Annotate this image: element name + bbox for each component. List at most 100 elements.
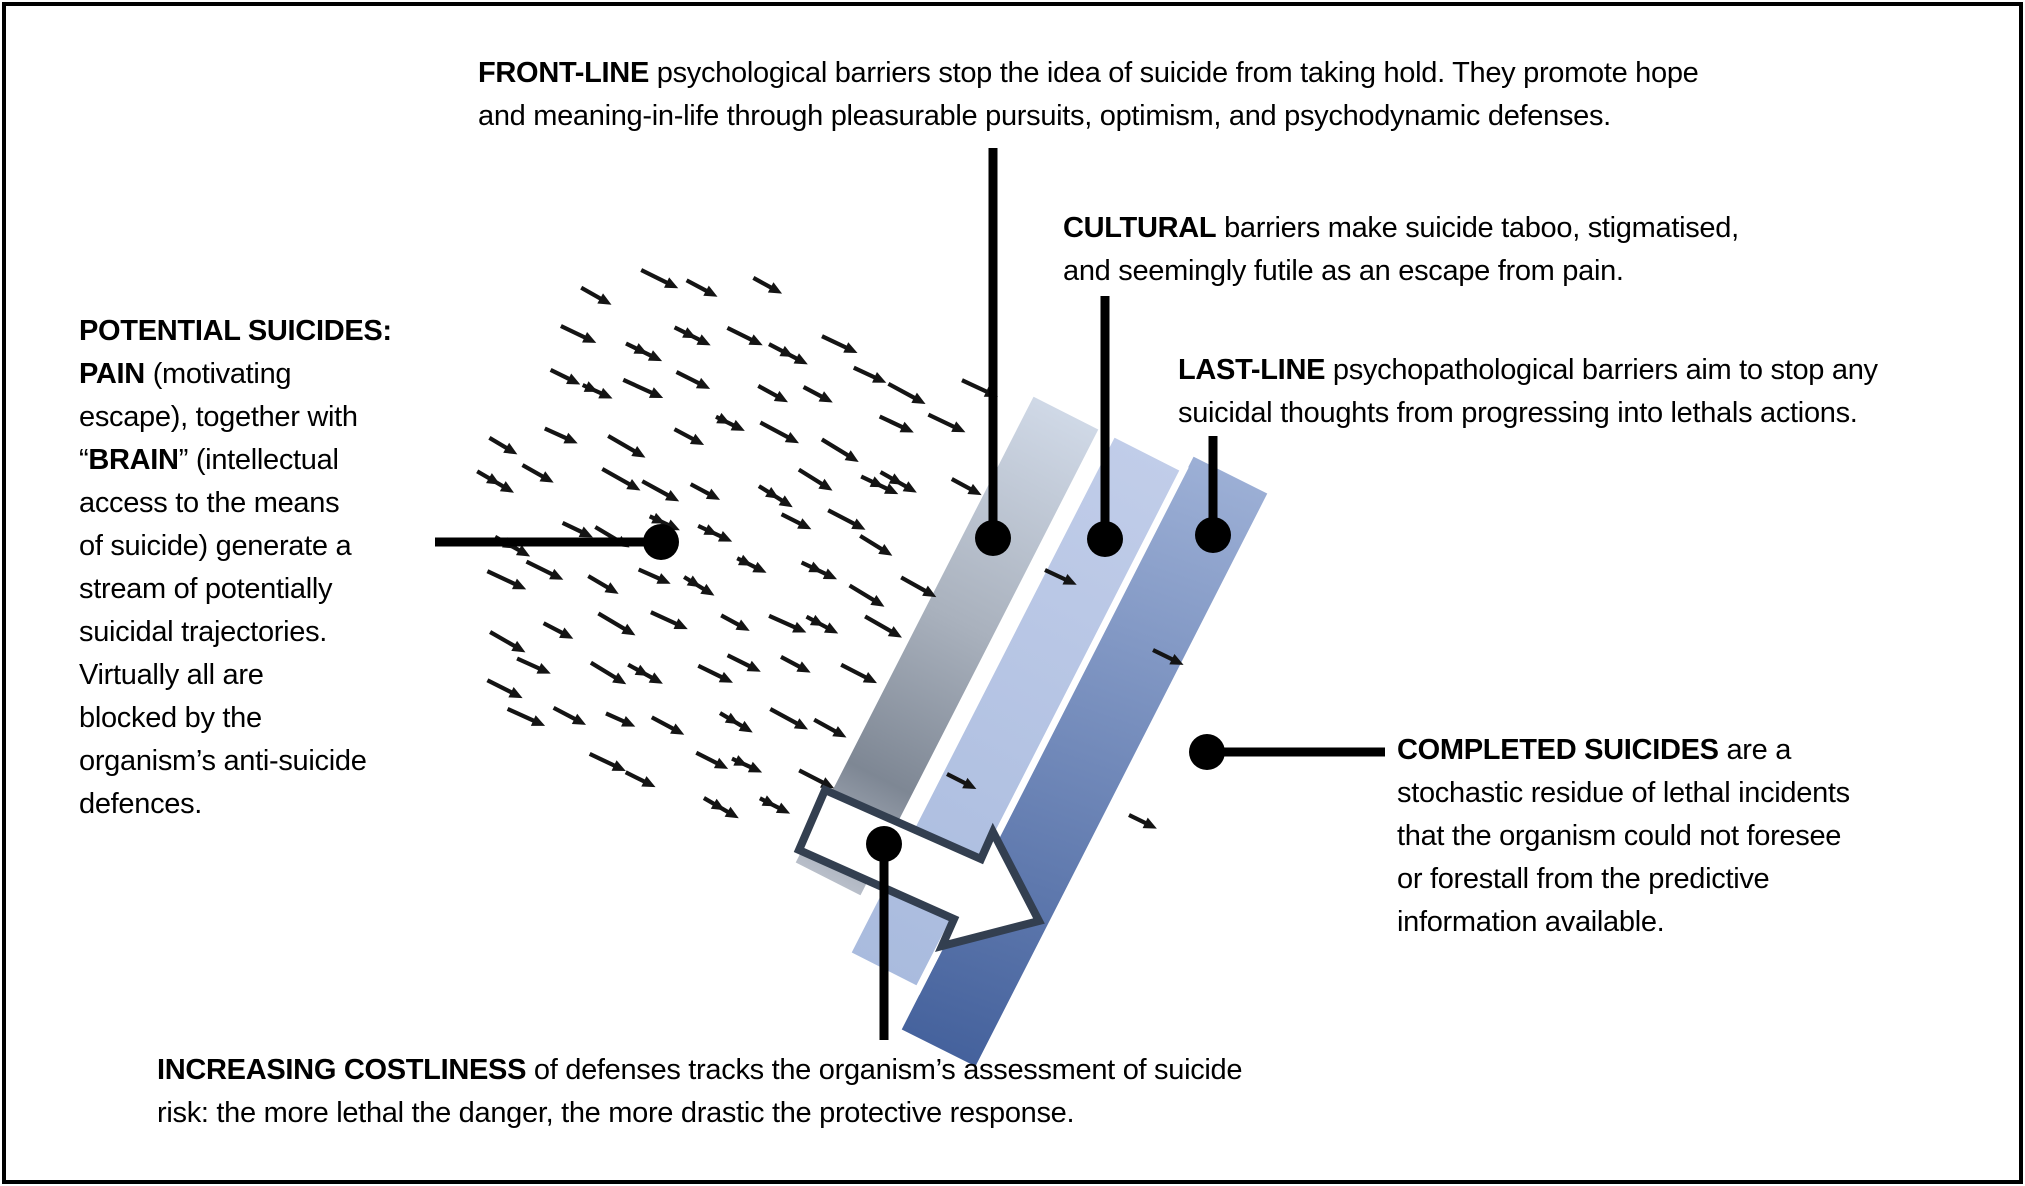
front-line-callout-dot [975,520,1011,556]
callout-text-completed: COMPLETED SUICIDES are a stochastic resid… [1397,729,1850,944]
trajectory-arrow-icon [543,426,578,444]
trajectory-arrow-icon [542,621,574,639]
text-line: risk: the more lethal the danger, the mo… [157,1097,1075,1129]
trajectory-arrow-icon [637,567,671,584]
trajectory-arrow-icon [757,384,789,403]
trajectory-arrow-icon [802,385,833,403]
trajectory-arrow-icon [731,755,763,773]
trajectory-arrow-icon [827,508,866,530]
text-line: stochastic residue of lethal incidents [1397,777,1850,809]
trajectory-arrow-icon [588,752,626,772]
trajectory-arrow-icon [506,706,546,726]
text-line: and meaning-in-life through pleasurable … [478,100,1611,132]
trajectory-arrow-icon [726,653,761,672]
trajectory-arrow-icon [561,521,593,538]
trajectory-arrow-icon [673,427,705,445]
trajectory-arrow-icon [805,614,839,634]
trajectory-arrow-icon [689,482,721,500]
trajectory-arrow-icon [581,381,613,399]
trajectory-arrow-icon [601,467,641,491]
callout-text-front-line: FRONT-LINE psychological barriers stop t… [478,52,1699,138]
text-line: COMPLETED SUICIDES are a [1397,734,1792,766]
trajectory-arrow-icon [641,479,680,502]
trajectory-arrow-icon [1152,648,1184,665]
trajectory-arrow-icon [900,575,937,598]
trajectory-arrow-icon [1128,813,1157,829]
trajectory-arrow-icon [486,569,527,590]
text-line: blocked by the [79,702,262,734]
callout-text-potential: POTENTIAL SUICIDES: PAIN (motivating escap… [79,310,392,826]
trajectory-arrow-icon [605,711,636,727]
trajectory-arrow-icon [675,370,711,389]
trajectory-arrow-icon [559,324,597,343]
trajectory-arrow-icon [695,750,729,769]
trajectory-arrow-icon [624,770,656,788]
text-line: escape), together with [79,401,358,433]
trajectory-arrow-icon [650,715,685,735]
trajectory-arrow-icon [840,662,877,684]
trajectory-arrow-icon [685,278,718,297]
trajectory-arrow-icon [702,796,739,819]
suicidal-trajectories-arrow-stream [476,268,1184,829]
text-line: stream of potentially [79,573,333,605]
trajectory-arrow-icon [864,614,902,638]
trajectory-arrow-icon [489,630,526,653]
trajectory-arrow-icon [718,711,753,733]
text-line: FRONT-LINE psychological barriers stop t… [478,57,1699,89]
text-line: defences. [79,788,203,820]
callout-text-last-line: LAST-LINE psychopathological barriers ai… [1178,349,1878,435]
trajectory-arrow-icon [525,559,564,580]
text-line: organism’s anti-suicide [79,745,367,777]
trajectory-arrow-icon [813,717,847,738]
trajectory-arrow-icon [597,611,636,636]
increasing-costliness-callout-dot [866,826,902,862]
trajectory-arrow-icon [673,325,711,346]
text-line: INCREASING COSTLINESS of defenses tracks… [157,1054,1243,1086]
increasing-costliness-arrow [793,784,1045,952]
trajectory-arrow-icon [697,663,733,683]
text-line: information available. [1397,906,1665,938]
trajectory-arrow-icon [640,268,679,289]
text-line: or forestall from the predictive [1397,863,1770,895]
trajectory-arrow-icon [848,583,885,607]
trajectory-arrow-icon [622,377,664,398]
front-line-barrier-bar [786,387,1108,905]
trajectory-arrow-icon [879,470,917,493]
text-line: POTENTIAL SUICIDES: [79,315,392,347]
trajectory-arrow-icon [627,662,663,684]
trajectory-arrow-icon [780,512,812,530]
trajectory-arrow-icon [587,574,619,594]
trajectory-arrow-icon [759,420,800,444]
text-line: CULTURAL barriers make suicide taboo, st… [1063,212,1739,244]
text-line: and seemingly futile as an escape from p… [1063,255,1624,287]
trajectory-arrow-icon [488,435,518,455]
trajectory-arrow-icon [549,368,581,385]
completed-suicides-callout-dot [1189,734,1225,770]
trajectory-arrow-icon [860,474,899,495]
trajectory-arrow-icon [768,613,807,633]
trajectory-arrow-icon [752,276,783,294]
trajectory-arrow-icon [768,342,808,365]
trajectory-arrow-icon [682,575,715,596]
trajectory-arrow-icon [607,434,646,458]
trajectory-arrow-icon [769,707,809,730]
text-line: of suicide) generate a [79,530,352,562]
text-line: LAST-LINE psychopathological barriers ai… [1178,354,1878,386]
trajectory-arrow-icon [820,437,859,462]
trajectory-arrow-icon [715,412,745,431]
trajectory-arrow-icon [720,613,750,631]
potential-suicides-callout-dot [643,524,679,560]
trajectory-arrow-icon [800,560,838,580]
trajectory-arrow-icon [852,365,887,383]
trajectory-arrow-icon [821,334,858,353]
text-line: suicidal trajectories. [79,616,328,648]
trajectory-arrow-icon [650,610,688,630]
callout-lines [435,148,1385,1040]
trajectory-arrow-icon [625,341,663,362]
trajectory-arrow-icon [946,772,977,789]
trajectory-arrow-icon [726,326,763,346]
text-line: PAIN (motivating [79,358,292,390]
